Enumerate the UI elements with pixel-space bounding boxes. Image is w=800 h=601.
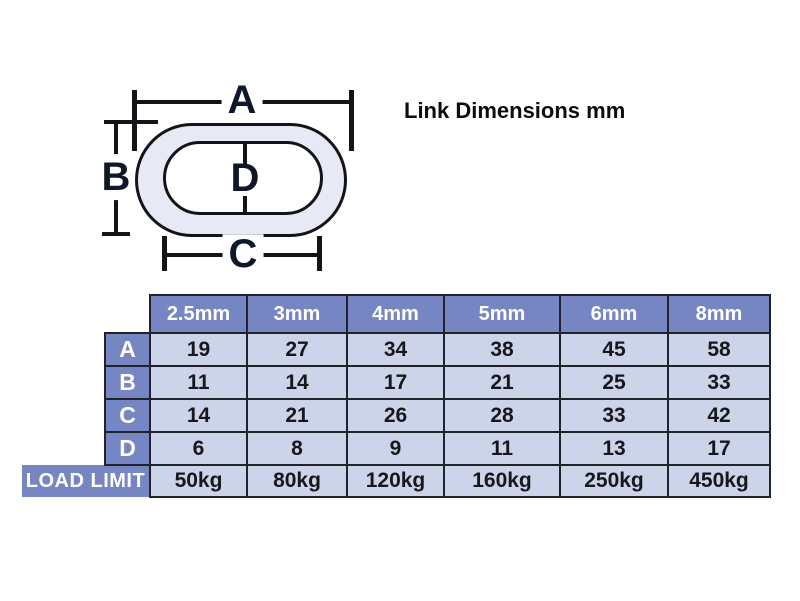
header-row: 2.5mm 3mm 4mm 5mm 6mm 8mm <box>22 294 771 334</box>
column-header: 2.5mm <box>149 294 248 334</box>
table-row-b: B 11 14 17 21 25 33 <box>22 365 771 400</box>
dim-c-left-tick <box>162 236 167 271</box>
column-header: 4mm <box>346 294 445 334</box>
row-label: A <box>104 332 151 367</box>
cell: 120kg <box>346 464 445 498</box>
cell: 33 <box>667 365 771 400</box>
row-label: D <box>104 431 151 466</box>
cell: 80kg <box>246 464 348 498</box>
dim-c-label: C <box>222 234 264 275</box>
cell: 28 <box>443 398 561 433</box>
cell: 42 <box>667 398 771 433</box>
row-spacer <box>22 432 105 465</box>
row-label: C <box>104 398 151 433</box>
cell: 13 <box>559 431 669 466</box>
cell: 45 <box>559 332 669 367</box>
page-title: Link Dimensions mm <box>404 98 626 123</box>
cell: 11 <box>149 365 248 400</box>
cell: 19 <box>149 332 248 367</box>
table-row-a: A 19 27 34 38 45 58 <box>22 332 771 367</box>
cell: 33 <box>559 398 669 433</box>
cell: 9 <box>346 431 445 466</box>
dim-b-top-tick <box>104 120 158 124</box>
cell: 21 <box>443 365 561 400</box>
table-row-c: C 14 21 26 28 33 42 <box>22 398 771 433</box>
cell: 6 <box>149 431 248 466</box>
table-row-d: D 6 8 9 11 13 17 <box>22 431 771 466</box>
cell: 50kg <box>149 464 248 498</box>
dim-d-top-segment <box>243 142 247 164</box>
dim-a-label: A <box>221 80 263 121</box>
column-header: 6mm <box>559 294 669 334</box>
row-spacer <box>22 399 105 432</box>
cell: 14 <box>246 365 348 400</box>
cell: 38 <box>443 332 561 367</box>
corner-spacer <box>22 295 150 333</box>
cell: 17 <box>346 365 445 400</box>
load-limit-row: LOAD LIMIT 50kg 80kg 120kg 160kg 250kg 4… <box>22 464 771 498</box>
cell: 25 <box>559 365 669 400</box>
cell: 14 <box>149 398 248 433</box>
dim-b-label: B <box>98 154 134 201</box>
dimensions-table: 2.5mm 3mm 4mm 5mm 6mm 8mm A 19 27 34 38 … <box>22 294 771 498</box>
dim-b-bottom-tick <box>102 232 130 236</box>
cell: 160kg <box>443 464 561 498</box>
cell: 11 <box>443 431 561 466</box>
chain-link-diagram: A B C D <box>0 0 800 290</box>
cell: 17 <box>667 431 771 466</box>
row-spacer <box>22 333 105 366</box>
dim-d-bottom-segment <box>243 196 247 213</box>
cell: 58 <box>667 332 771 367</box>
dim-d-label: D <box>230 156 260 201</box>
load-limit-label: LOAD LIMIT <box>22 465 150 497</box>
cell: 8 <box>246 431 348 466</box>
row-label: B <box>104 365 151 400</box>
cell: 450kg <box>667 464 771 498</box>
column-header: 8mm <box>667 294 771 334</box>
cell: 34 <box>346 332 445 367</box>
dim-c-right-tick <box>317 236 322 271</box>
column-header: 5mm <box>443 294 561 334</box>
column-header: 3mm <box>246 294 348 334</box>
cell: 27 <box>246 332 348 367</box>
cell: 250kg <box>559 464 669 498</box>
cell: 21 <box>246 398 348 433</box>
dim-a-right-tick <box>349 90 354 151</box>
row-spacer <box>22 366 105 399</box>
cell: 26 <box>346 398 445 433</box>
